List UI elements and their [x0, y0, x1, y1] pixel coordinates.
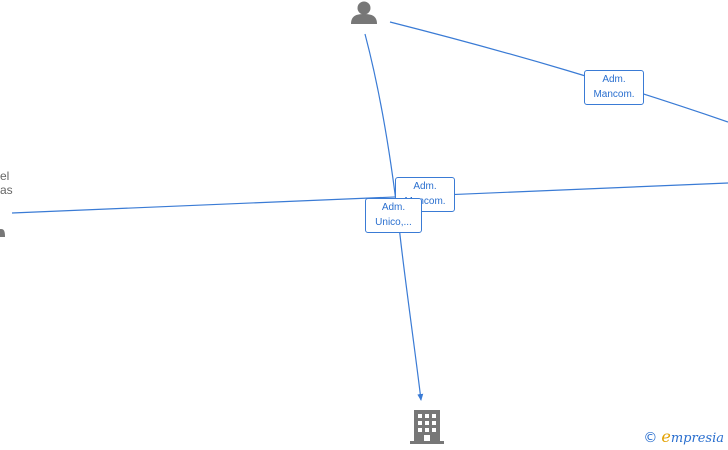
person-name-left[interactable]: el as — [0, 169, 13, 197]
name-line: as — [0, 183, 13, 197]
person-icon[interactable] — [0, 229, 5, 237]
role-line: Adm. — [602, 74, 626, 85]
edge-label-top-to-right[interactable]: Adm. Mancom. — [584, 70, 644, 105]
edge-top-to-right[interactable] — [389, 21, 728, 123]
brand-logo: empresia — [661, 427, 724, 446]
role-line: Mancom. — [593, 89, 635, 100]
role-line: Unico,... — [375, 217, 412, 228]
building-icon[interactable] — [410, 410, 444, 444]
person-icon[interactable] — [351, 1, 377, 25]
copyright-icon: © — [643, 430, 658, 446]
role-line: Adm. — [381, 202, 406, 213]
role-line: Mancom. — [404, 196, 446, 207]
edge-label-top-to-company[interactable]: Adm. Unico,... — [365, 198, 422, 233]
edge-top-to-company[interactable] — [364, 33, 424, 401]
name-line: el — [0, 169, 10, 183]
role-line: Adm. — [413, 181, 437, 192]
empresia-watermark: ©empresia — [643, 427, 724, 446]
